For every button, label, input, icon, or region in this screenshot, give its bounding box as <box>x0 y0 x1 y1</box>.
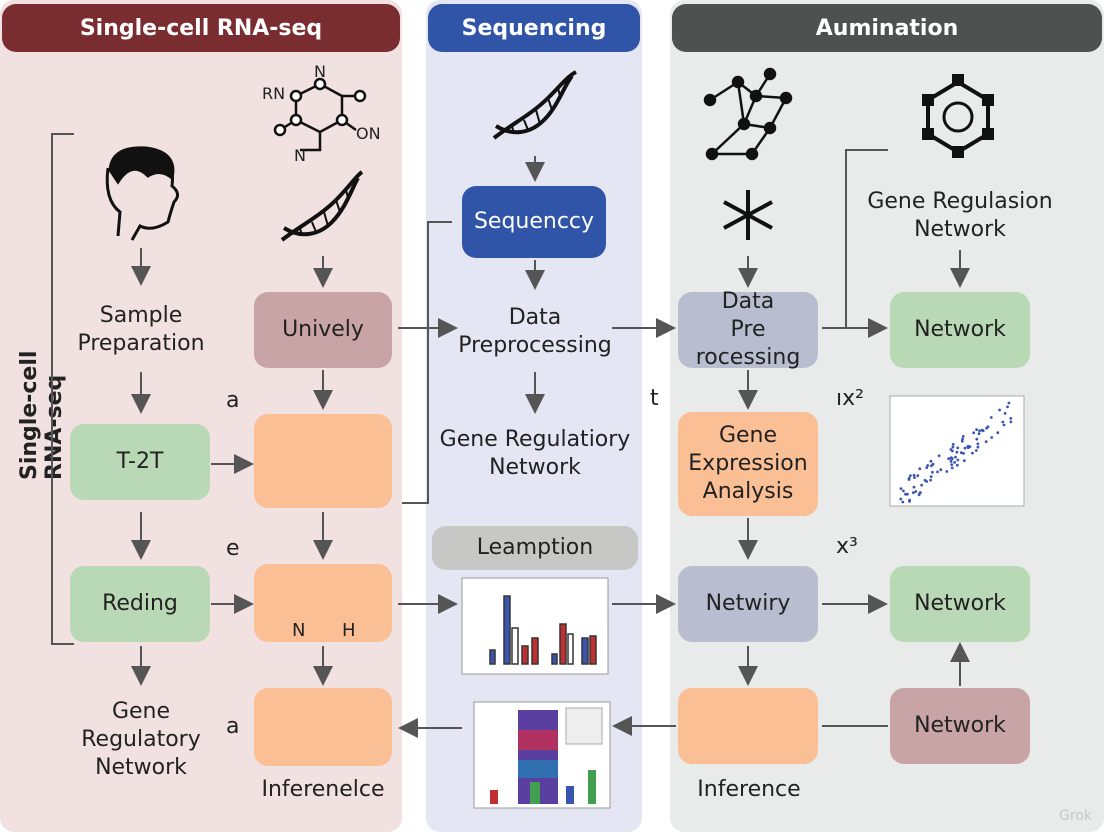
gene-regulasion-network-label: Gene Regulasion Network <box>867 189 1053 242</box>
face-icon <box>105 146 179 241</box>
scatter-plot-thumbnail <box>889 395 1025 507</box>
leamption-box: Leamption <box>432 526 638 570</box>
sequencing-box: Sequencсy <box>462 186 606 258</box>
connector-arrows <box>51 133 970 738</box>
label-ix2: ıx² <box>836 386 864 411</box>
trend-box <box>254 564 392 642</box>
letter-e: e <box>226 536 240 561</box>
header-aumination: Aumination <box>672 4 1102 52</box>
network-box-3: Network <box>890 688 1030 764</box>
network-graph-icon <box>703 67 793 161</box>
network-box-2: Network <box>890 566 1030 642</box>
inference-right-box <box>678 688 818 764</box>
heatmap-thumbnail <box>473 701 611 809</box>
axis-n-label: N <box>292 620 306 641</box>
letter-a-1: a <box>226 388 240 413</box>
connector-to-seq <box>402 221 452 504</box>
sample-preparation-label: Sample Preparation <box>77 303 205 356</box>
molecule-n2-label: N <box>294 146 306 165</box>
bar-chart-thumbnail <box>461 577 609 675</box>
hand-box <box>254 414 392 508</box>
molecule-rn-label: RN <box>262 84 286 103</box>
sun-box <box>254 688 392 766</box>
letter-t: t <box>650 386 659 411</box>
netwiry-box: Netwiry <box>678 566 818 642</box>
connector-data-up <box>828 149 888 329</box>
dna-icon-left <box>280 170 364 242</box>
header-single-cell: Single-cell RNA-seq <box>2 4 400 52</box>
panel-sequencing <box>426 0 642 832</box>
t2t-box: T-2T <box>70 424 210 500</box>
molecule-on-label: ON <box>356 124 381 143</box>
unively-box: Unively <box>254 292 392 368</box>
axis-h-label: H <box>342 620 356 641</box>
gene-regulatory-network-label: Gene Regulatory Network <box>81 699 201 780</box>
grok-watermark: Grok <box>1059 808 1092 824</box>
inference-label-left: Inferenelcе <box>261 777 385 802</box>
left-bracket <box>51 133 74 645</box>
gene-expression-box: Gene Expression Analysis <box>678 412 818 516</box>
gene-regulatory-network-mid-label: Gene Regulatiory Network <box>439 427 631 480</box>
header-sequencing: Sequencing <box>428 4 640 52</box>
data-preprocessing-label: Data Preprocessing <box>458 305 612 358</box>
reding-box: Reding <box>70 566 210 642</box>
data-preprocessing-right-box: Data Pre rocessing <box>678 289 818 370</box>
label-x3: x³ <box>836 534 858 559</box>
inference-right-label: Inference <box>697 777 801 802</box>
hex-network-icon <box>922 74 994 158</box>
molecule-icon <box>273 77 367 152</box>
network-box-1: Network <box>890 292 1030 368</box>
molecule-n-label: N <box>314 62 326 81</box>
star-icon <box>723 190 773 240</box>
dna-icon-mid <box>492 70 577 140</box>
letter-a-2: a <box>226 714 240 739</box>
